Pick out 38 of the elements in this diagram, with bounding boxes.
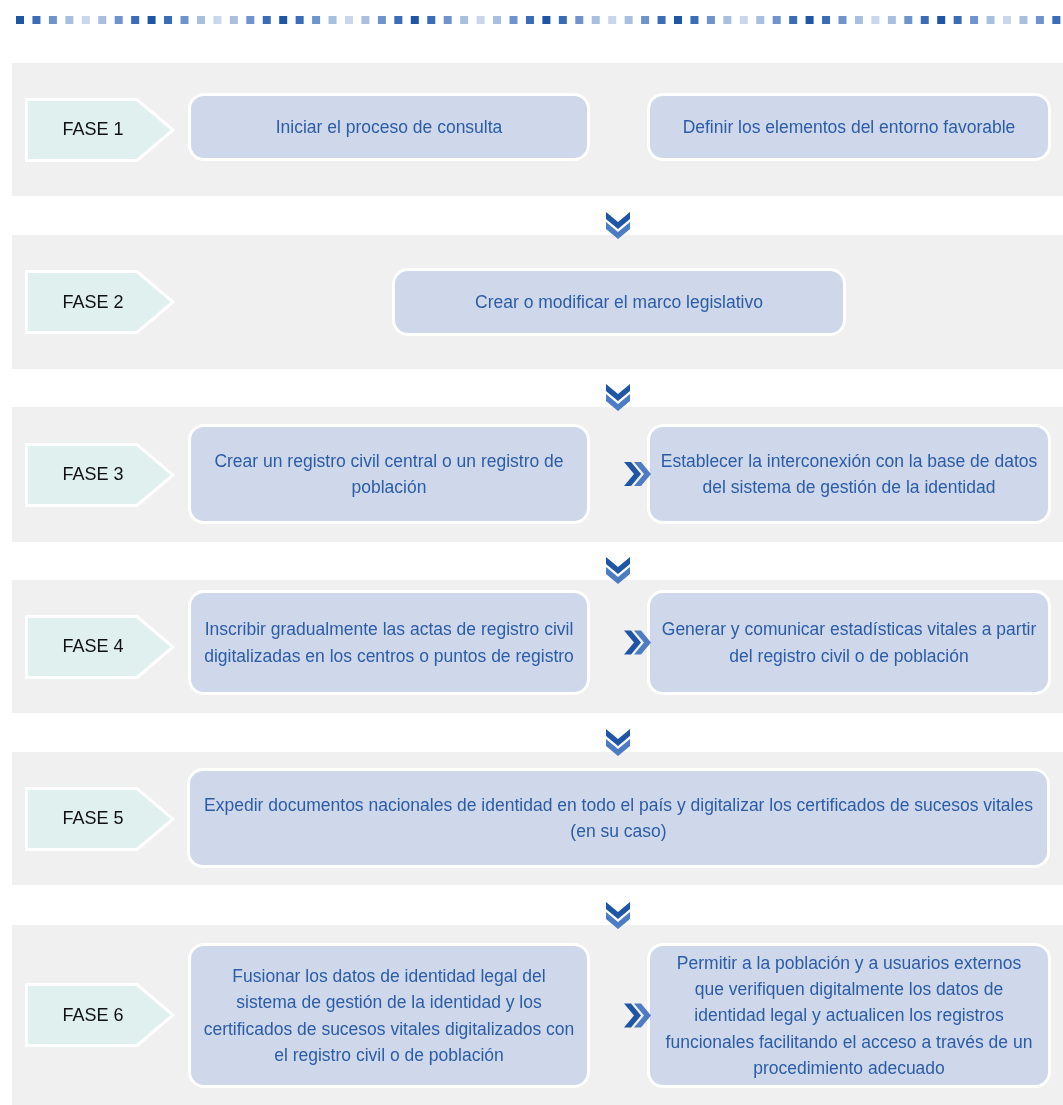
- step-text: Crear o modificar el marco legislativo: [475, 290, 763, 314]
- step-box: [187, 768, 1050, 868]
- phase-band: [12, 752, 1063, 885]
- step-box: [188, 93, 590, 161]
- phase-band: [12, 63, 1063, 196]
- phase-label: FASE 4: [62, 636, 125, 657]
- phase-label: FASE 2: [62, 291, 125, 313]
- step-box: [647, 590, 1051, 695]
- phase-tag: [25, 983, 175, 1047]
- phase-label: FASE 6: [62, 1004, 125, 1026]
- phase-label: FASE 3: [62, 464, 125, 485]
- step-box: [188, 424, 590, 524]
- step-text: Generar y comunicar estadísticas vitales a partir del registro civil o de población: [660, 618, 1038, 668]
- step-box: [647, 93, 1051, 161]
- step-text: Permitir a la población y a usuarios externos que verifiquen digitalmente los datos de identidad legal y actualicen los registros funcionales facilitando el acceso a través de un procedimiento adecuado: [664, 951, 1034, 1080]
- step-box: [392, 268, 846, 336]
- phase-tag: [25, 270, 175, 334]
- step-text: Definir los elementos del entorno favorable: [682, 115, 1016, 139]
- phase-band: [12, 235, 1063, 369]
- phase-tag: [25, 614, 175, 679]
- phase-tag: [25, 786, 175, 851]
- step-box: [647, 424, 1051, 524]
- step-text: Inscribir gradualmente las actas de registro civil digitalizadas en los centros o puntos de registro: [203, 618, 575, 668]
- phase-band: [12, 407, 1063, 542]
- phase-tag: [25, 97, 175, 162]
- step-text: Crear un registro civil central o un registro de población: [213, 449, 565, 499]
- phase-tag: [25, 442, 175, 507]
- step-box: [188, 590, 590, 695]
- phase-label: FASE 1: [62, 119, 125, 140]
- step-text: Iniciar el proceso de consulta: [275, 115, 503, 139]
- step-box: [188, 943, 590, 1088]
- step-text: Fusionar los datos de identidad legal del sistema de gestión de la identidad y los certificados de sucesos vitales digitalizados con el registro civil o de población: [202, 965, 576, 1067]
- phase-band: [12, 580, 1063, 713]
- step-box: [647, 943, 1051, 1088]
- phase-label: FASE 5: [62, 808, 125, 829]
- step-text: Establecer la interconexión con la base de datos del sistema de gestión de la identidad: [660, 449, 1038, 499]
- step-text: Expedir documentos nacionales de identidad en todo el país y digitalizar los certificados de sucesos vitales (en su caso): [203, 793, 1034, 843]
- phase-band: [12, 925, 1063, 1105]
